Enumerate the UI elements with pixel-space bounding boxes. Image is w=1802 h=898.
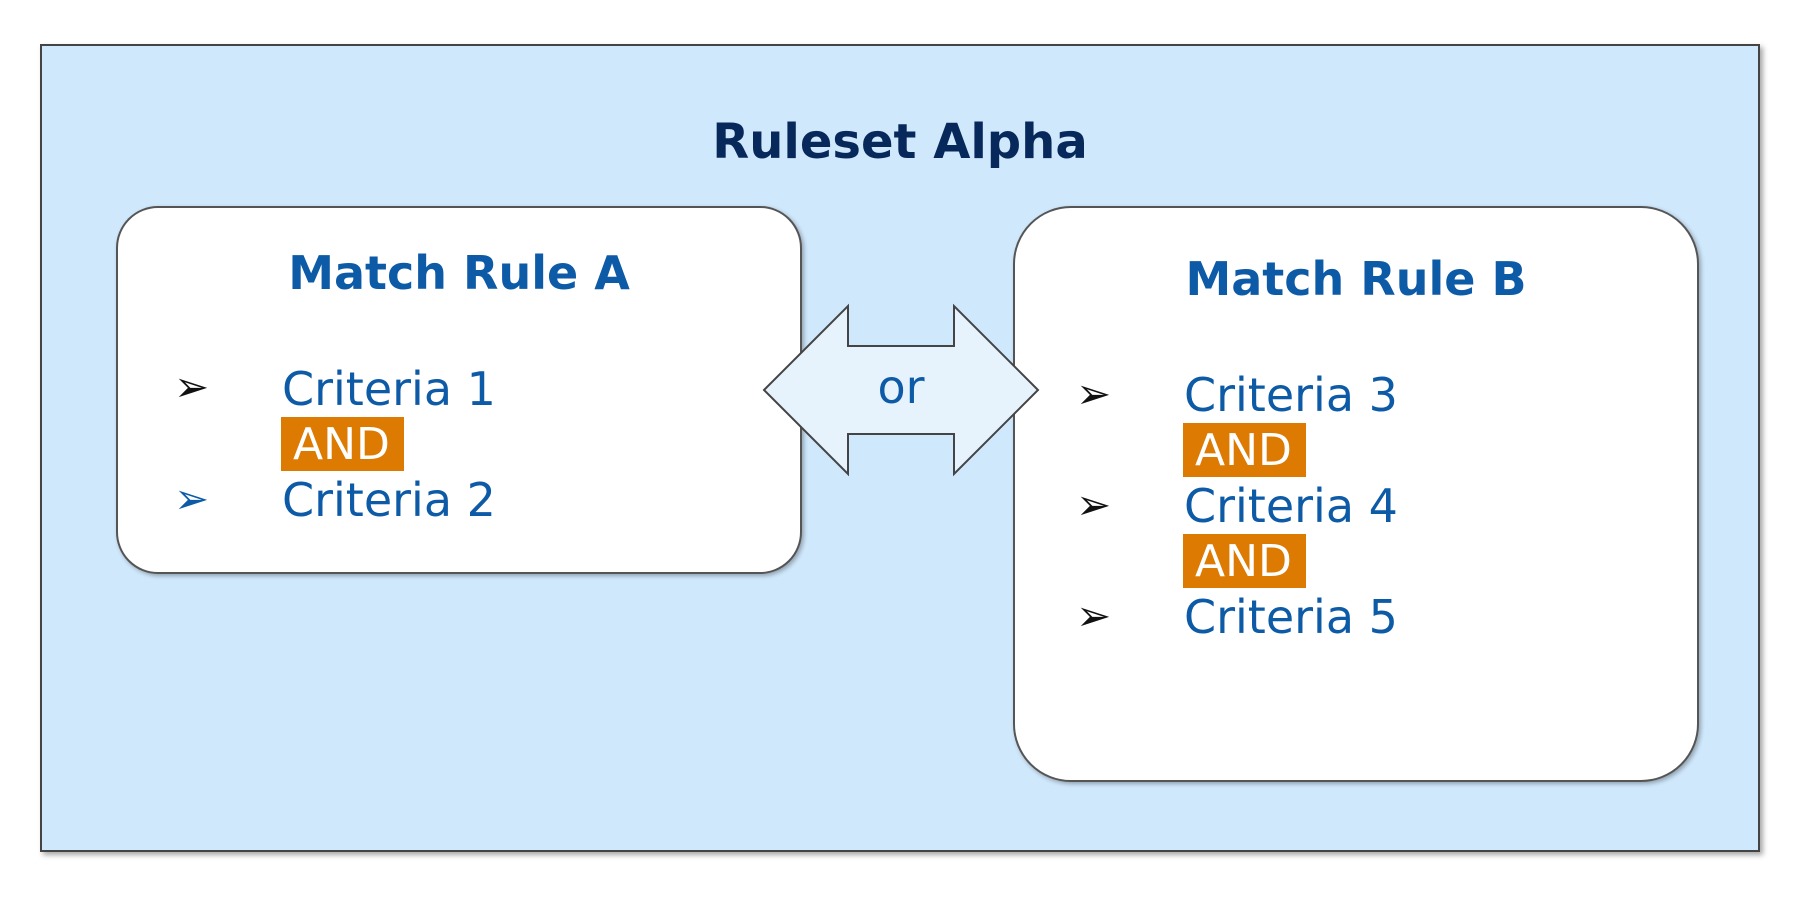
match-rule-b-title: Match Rule B — [1185, 252, 1527, 306]
criteria-2-label: Criteria 2 — [282, 473, 496, 527]
match-rule-a-title: Match Rule A — [288, 246, 630, 300]
arrowhead-bullet-icon: ➢ — [1076, 591, 1112, 640]
arrowhead-bullet-icon: ➢ — [1076, 480, 1112, 529]
match-rule-a-box: Match Rule A — [116, 206, 802, 574]
criteria-5-label: Criteria 5 — [1184, 590, 1398, 644]
arrowhead-bullet-icon: ➢ — [174, 474, 210, 523]
ruleset-title: Ruleset Alpha — [712, 114, 1088, 170]
criteria-3-label: Criteria 3 — [1184, 368, 1398, 422]
match-rule-b-box: Match Rule B — [1013, 206, 1699, 782]
and-operator-badge: AND — [281, 417, 404, 471]
double-headed-arrow-icon — [762, 303, 1040, 477]
and-operator-badge: AND — [1183, 423, 1306, 477]
or-connector-label: or — [877, 360, 925, 414]
and-operator-badge: AND — [1183, 534, 1306, 588]
criteria-1-label: Criteria 1 — [282, 362, 496, 416]
arrowhead-bullet-icon: ➢ — [1076, 369, 1112, 418]
criteria-4-label: Criteria 4 — [1184, 479, 1398, 533]
arrowhead-bullet-icon: ➢ — [174, 362, 210, 411]
